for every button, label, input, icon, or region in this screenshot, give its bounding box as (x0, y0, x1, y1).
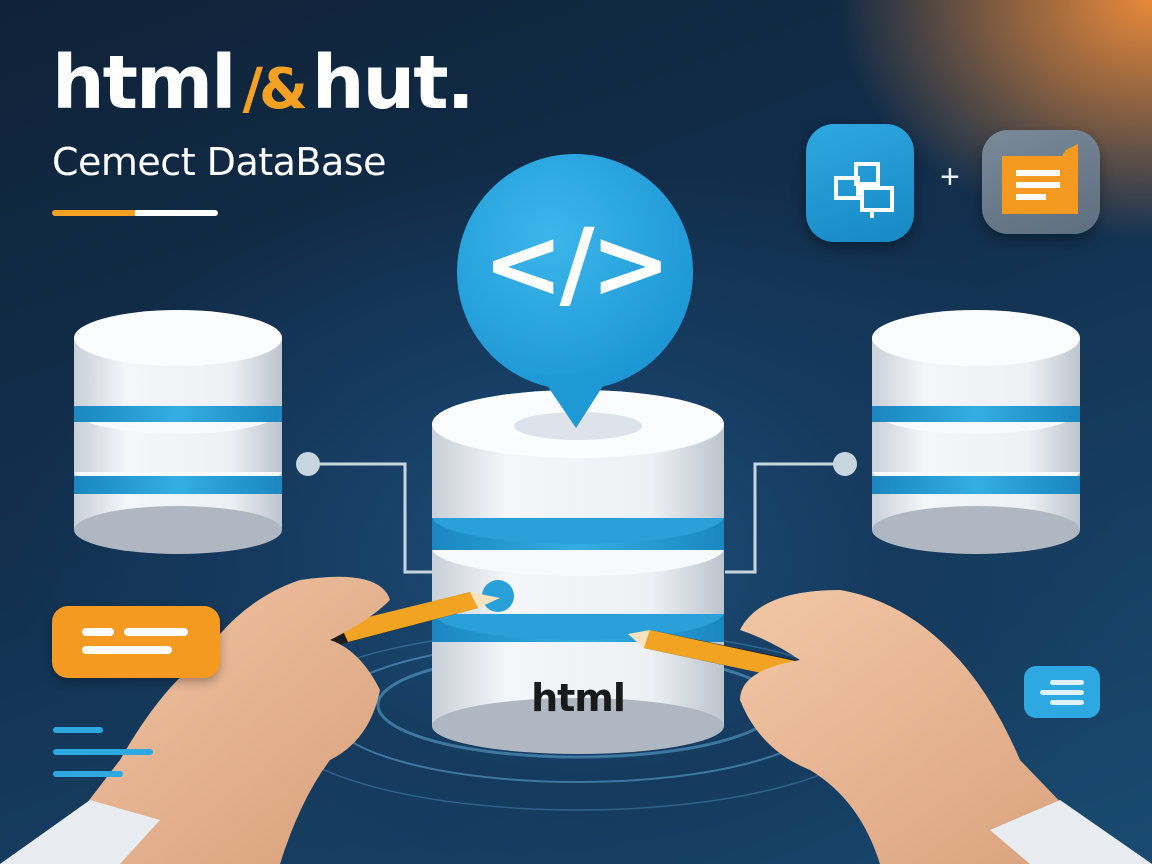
code-brackets-icon: </> (483, 208, 671, 320)
subtitle: Cemect DataBase (52, 140, 386, 184)
database-left (74, 310, 282, 554)
brand-right-word: hut. (311, 40, 475, 126)
hand-right (740, 590, 1152, 864)
database-center (432, 390, 724, 754)
note-card-icon (982, 130, 1100, 234)
brand-mark: /& (242, 57, 308, 122)
message-pill-right (1024, 666, 1100, 718)
code-bubble (457, 154, 693, 428)
hand-left (0, 576, 390, 864)
connector-dot-right (833, 452, 857, 476)
brand-left-word: html (52, 40, 237, 126)
brand-title: html/&hut. (52, 40, 475, 126)
database-label: html (531, 676, 626, 720)
connector-dot-left (296, 452, 320, 476)
decor-lines-left (53, 727, 153, 777)
plus-sign: + (940, 158, 960, 196)
layout-blocks-icon (806, 124, 914, 242)
message-pill-left (52, 606, 220, 678)
title-underline (52, 210, 218, 216)
connector-lines (308, 462, 845, 574)
database-right (872, 310, 1080, 554)
